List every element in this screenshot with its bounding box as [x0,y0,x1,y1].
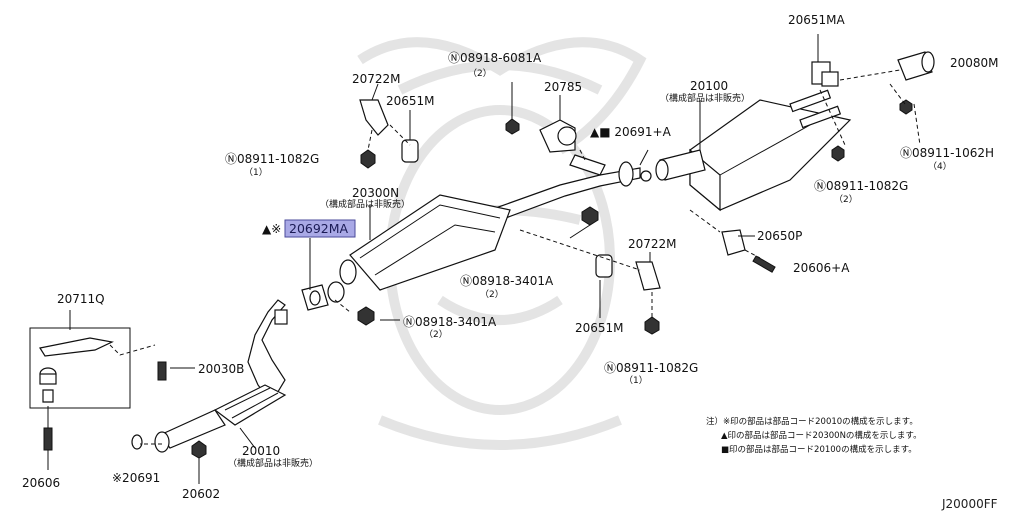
rear-muffler-20100[interactable] [655,89,852,212]
mount-20785[interactable] [539,119,577,153]
label-20030B[interactable]: 20030B [198,362,244,376]
label-08911-1082G-bottom[interactable]: Ⓝ08911-1082G [604,361,698,375]
bracket-20722M-top[interactable] [359,99,389,136]
leader-lines [47,34,921,484]
nut-20602[interactable] [191,440,207,459]
qty-08918-6081A: （2） [468,68,492,79]
qty-08911-1082G-right: （2） [834,194,858,205]
marker-20692MA: ▲※ [262,222,281,236]
label-08918-6081A[interactable]: Ⓝ08918-6081A [448,51,542,65]
label-20692MA[interactable]: 20692MA [289,221,349,236]
label-20691[interactable]: ※20691 [112,471,160,485]
bolt-20606A[interactable] [752,255,776,273]
label-20080M[interactable]: 20080M [950,56,999,70]
nut-08911-1082G-left[interactable] [360,149,376,169]
label-20651M-top[interactable]: 20651M [386,94,435,108]
bolt-20606[interactable] [43,427,53,451]
hanger-20651M-top[interactable] [401,139,419,163]
nut-08911-1082G-right[interactable] [831,145,845,162]
note-20010: （構成部品は非販売） [228,457,318,469]
label-20722M-mid[interactable]: 20722M [628,237,677,251]
label-20300N[interactable]: 20300N [352,186,399,200]
highlight-20692MA [284,219,356,238]
hanger-20651M-mid[interactable] [595,254,613,278]
hanger-20651MA[interactable] [811,61,839,87]
nut-08918-3401A-low[interactable] [357,306,375,326]
label-20722M-top[interactable]: 20722M [352,72,401,86]
note-line-3: ■印の部品は部品コード20100の構成を示します。 [721,444,917,455]
nut-08918-6081A[interactable] [505,118,520,135]
legend-notes: 注）※印の部品は部品コード20010の構成を示します。 ▲印の部品は部品コード2… [706,416,922,455]
qty-08911-1082G-bottom: （1） [624,375,648,386]
center-pipe[interactable] [489,154,652,223]
front-pipe-20010[interactable] [154,299,288,453]
nut-08911-1082G-bottom[interactable] [644,316,660,335]
label-20651MA[interactable]: 20651MA [788,13,846,27]
label-08911-1082G-right[interactable]: Ⓝ08911-1082G [814,179,908,193]
nut-08911-1062H[interactable] [899,99,913,115]
nut-08918-3401A-mid[interactable] [581,206,599,226]
label-08918-3401A-mid[interactable]: Ⓝ08918-3401A [460,274,554,288]
label-20606A[interactable]: 20606+A [793,261,850,275]
label-20651M-mid[interactable]: 20651M [575,321,624,335]
tail-finisher-20080M[interactable] [897,51,935,81]
center-muffler-20300N[interactable] [339,194,511,291]
label-20602[interactable]: 20602 [182,487,220,501]
hanger-kit-20711Q[interactable] [29,327,131,409]
note-20300N: （構成部品は非販売） [320,198,410,210]
label-08911-1082G-left[interactable]: Ⓝ08911-1082G [225,152,319,166]
bracket-20722M-mid[interactable] [635,261,661,291]
qty-08911-1082G-left: （1） [244,167,268,178]
note-line-1: 注）※印の部品は部品コード20010の構成を示します。 [706,416,918,427]
note-line-2: ▲印の部品は部品コード20300Nの構成を示します。 [721,430,922,441]
label-20100[interactable]: 20100 [690,79,728,93]
qty-08918-3401A-low: （2） [424,329,448,340]
bolt-20030B[interactable] [157,361,167,381]
label-08911-1062H[interactable]: Ⓝ08911-1062H [900,146,994,160]
qty-08911-1062H: （4） [928,161,952,172]
label-20691A[interactable]: ▲■ 20691+A [590,125,672,139]
label-20650P[interactable]: 20650P [757,229,802,243]
gasket-20691[interactable] [131,434,143,450]
diagram-code: J20000FF [941,497,998,511]
gasket-20692MA[interactable] [301,284,329,311]
label-20010[interactable]: 20010 [242,444,280,458]
bracket-20650P[interactable] [721,229,746,256]
label-20785[interactable]: 20785 [544,80,582,94]
label-20606[interactable]: 20606 [22,476,60,490]
qty-08918-3401A-mid: （2） [480,289,504,300]
label-08918-3401A-low[interactable]: Ⓝ08918-3401A [403,315,497,329]
label-20711Q[interactable]: 20711Q [57,292,105,306]
flange-ring [327,281,345,303]
note-20100: （構成部品は非販売） [660,92,750,104]
